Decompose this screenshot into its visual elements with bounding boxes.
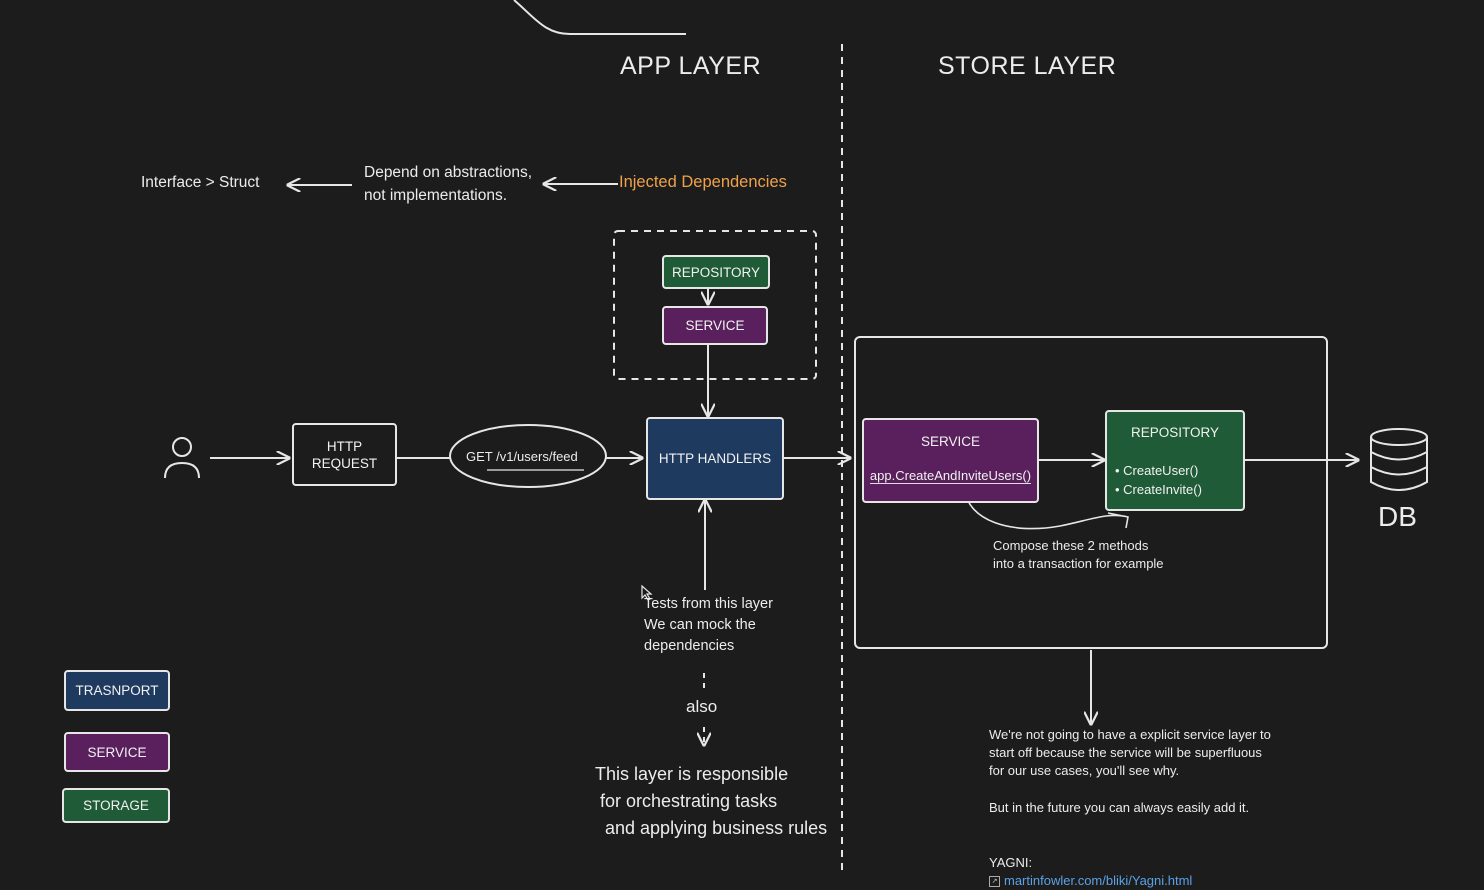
legend-service: SERVICE [64, 732, 170, 772]
repository-box: REPOSITORY [662, 255, 770, 289]
store-service-title: SERVICE [920, 434, 981, 449]
store-layer-heading: STORE LAYER [938, 52, 1117, 80]
route-ellipse [449, 424, 607, 488]
store-repository-title: REPOSITORY [1130, 425, 1220, 440]
future-note: But in the future you can always easily … [989, 800, 1250, 815]
compose-curve [964, 489, 1129, 530]
route-label: GET /v1/users/feed [466, 449, 578, 464]
service-box: SERVICE [662, 306, 768, 345]
db-icon-band1 [1370, 451, 1428, 461]
app-layer-heading: APP LAYER [620, 52, 762, 80]
yagni-explain-note: We're not going to have a explicit servi… [989, 727, 1271, 778]
depend-note: Depend on abstractions, not implementati… [364, 164, 533, 204]
yagni-link[interactable]: martinfowler.com/bliki/Yagni.html [1004, 873, 1193, 888]
store-service-method: app.CreateAndInviteUsers() [869, 468, 1032, 484]
tests-note: Tests from this layer We can mock the de… [644, 596, 773, 654]
db-label: DB [1378, 501, 1417, 532]
store-repository-methods: • CreateUser() • CreateInvite() [1115, 463, 1202, 497]
store-repository-box: REPOSITORY • CreateUser() • CreateInvite… [1105, 410, 1245, 511]
di-container [613, 230, 817, 380]
http-handlers-box: HTTP HANDLERS [646, 417, 784, 500]
responsible-note: This layer is responsible for orchestrat… [595, 764, 828, 838]
yagni-label: YAGNI: [989, 855, 1033, 870]
injected-dependencies-note: Injected Dependencies [619, 173, 787, 191]
db-icon-top [1370, 428, 1428, 446]
db-icon-body [1370, 437, 1428, 491]
user-icon [172, 437, 192, 457]
user-icon-body [164, 461, 200, 479]
cursor-icon [641, 584, 653, 601]
compose-note: Compose these 2 methods into a transacti… [993, 538, 1164, 571]
legend-storage: STORAGE [62, 788, 170, 823]
store-service-box: SERVICE app.CreateAndInviteUsers() [862, 418, 1039, 503]
http-request-box: HTTP REQUEST [292, 423, 397, 486]
db-icon-band2 [1370, 466, 1428, 476]
also-note: also [686, 697, 718, 716]
legend-transport: TRASNPORT [64, 670, 170, 711]
interface-struct-note: Interface > Struct [141, 174, 260, 191]
top-curve-line [513, 0, 686, 35]
store-container [854, 336, 1328, 649]
